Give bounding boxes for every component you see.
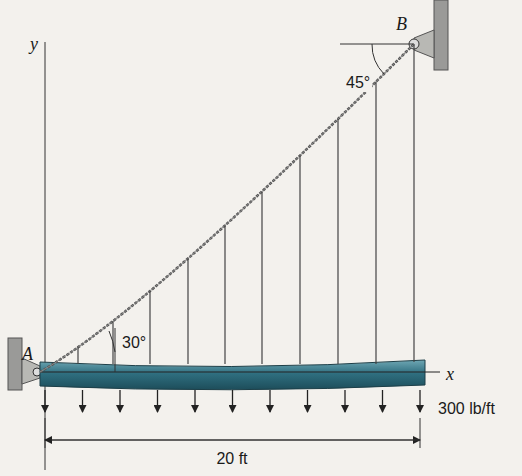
load-arrow [419,390,420,412]
load-arrow [157,390,158,412]
hanger-rod [224,225,225,364]
load-arrow [232,390,233,412]
hanger-rod [261,191,262,364]
load-arrow [194,390,195,412]
load-arrow [269,390,270,412]
load-arrow [382,390,383,412]
load-arrow [344,390,345,412]
angle-label: 30° [120,334,148,352]
hanger-rod [299,156,300,364]
point-label: B [394,14,409,34]
load-arrow [307,390,308,412]
load-arrow [119,390,120,412]
hanger-rod [337,119,338,364]
load-arrow [82,390,83,412]
hanger-rod [149,291,150,364]
axis-label: x [444,364,456,384]
point-label: A [20,344,35,364]
angle-label: 45° [344,74,372,92]
hanger-rod [187,259,188,365]
hanger-rod [77,347,78,364]
load-arrow [44,390,45,412]
hanger-rod [375,82,376,364]
load-label: 300 lb/ft [436,400,497,418]
dimension-label: 20 ft [214,450,249,468]
axis-label: y [28,34,40,54]
